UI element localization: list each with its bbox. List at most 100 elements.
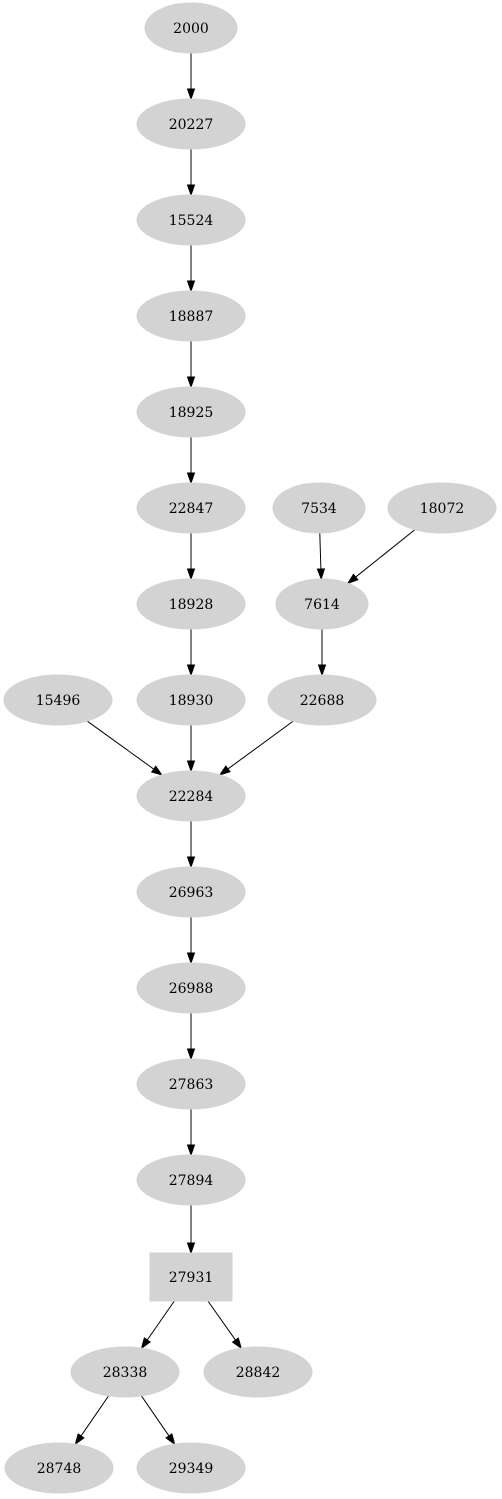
node-label: 22688 <box>300 693 345 709</box>
arrowhead <box>74 1433 85 1446</box>
node-label: 2000 <box>173 21 209 37</box>
arrowhead <box>186 376 196 389</box>
arrowhead <box>150 765 164 776</box>
arrowhead <box>140 1337 151 1350</box>
node-label: 20227 <box>169 117 214 133</box>
node-box <box>149 1252 233 1302</box>
node-label: 7614 <box>304 597 340 613</box>
node-26988[interactable]: 26988 <box>136 962 246 1014</box>
node-22847[interactable]: 22847 <box>136 482 246 534</box>
edge-15524-to-18887 <box>186 245 196 293</box>
node-label: 22284 <box>169 789 214 805</box>
node-22688[interactable]: 22688 <box>267 674 377 726</box>
arrowhead <box>165 1433 176 1446</box>
node-18930[interactable]: 18930 <box>136 674 246 726</box>
node-22284[interactable]: 22284 <box>136 770 246 822</box>
node-7614[interactable]: 7614 <box>275 578 369 630</box>
arrowhead <box>186 280 196 293</box>
node-7534[interactable]: 7534 <box>272 482 366 534</box>
edge-18925-to-22847 <box>186 437 196 485</box>
node-label: 26988 <box>169 981 214 997</box>
arrowhead <box>317 664 327 677</box>
node-2000[interactable]: 2000 <box>144 2 238 54</box>
edges-layer <box>74 53 416 1446</box>
node-ellipse <box>136 1154 246 1206</box>
node-ellipse <box>136 1442 246 1494</box>
edge-line <box>355 529 416 578</box>
node-ellipse <box>136 482 246 534</box>
node-18925[interactable]: 18925 <box>136 386 246 438</box>
node-ellipse <box>4 1442 114 1494</box>
edge-20227-to-15524 <box>186 149 196 197</box>
edge-line <box>227 720 294 770</box>
edge-line <box>80 1395 110 1437</box>
node-27894[interactable]: 27894 <box>136 1154 246 1206</box>
node-ellipse <box>136 674 246 726</box>
edge-27894-to-27931 <box>186 1205 196 1255</box>
arrowhead <box>186 88 196 101</box>
arrowhead <box>186 472 196 485</box>
node-ellipse <box>203 1346 313 1398</box>
node-ellipse <box>267 674 377 726</box>
edge-27863-to-27894 <box>186 1109 196 1157</box>
edge-15496-to-22284 <box>86 720 164 776</box>
arrowhead <box>186 760 196 773</box>
node-label: 27931 <box>169 1270 214 1286</box>
arrowhead <box>186 1048 196 1061</box>
edge-27931-to-28338 <box>140 1300 175 1350</box>
node-28842[interactable]: 28842 <box>203 1346 313 1398</box>
node-ellipse <box>136 578 246 630</box>
node-ellipse <box>275 578 369 630</box>
node-label: 27863 <box>169 1077 214 1093</box>
node-label: 22847 <box>169 501 214 517</box>
edge-7534-to-7614 <box>316 532 326 581</box>
node-27931[interactable]: 27931 <box>149 1252 233 1302</box>
node-27863[interactable]: 27863 <box>136 1058 246 1110</box>
edge-22688-to-22284 <box>218 720 294 776</box>
edge-line <box>140 1395 170 1437</box>
arrowhead <box>218 765 231 776</box>
node-label: 18925 <box>169 405 214 421</box>
node-ellipse <box>136 1058 246 1110</box>
node-15524[interactable]: 15524 <box>136 194 246 246</box>
edge-line <box>86 720 155 770</box>
edge-28338-to-29349 <box>140 1395 176 1446</box>
node-28338[interactable]: 28338 <box>70 1346 180 1398</box>
node-ellipse <box>136 98 246 150</box>
arrowhead <box>186 856 196 869</box>
arrowhead <box>346 573 359 585</box>
node-18887[interactable]: 18887 <box>136 290 246 342</box>
node-ellipse <box>136 866 246 918</box>
arrowhead <box>186 568 196 581</box>
node-ellipse <box>136 770 246 822</box>
edge-26988-to-27863 <box>186 1013 196 1061</box>
node-label: 18928 <box>169 597 214 613</box>
edge-28338-to-28748 <box>74 1395 110 1446</box>
node-ellipse <box>136 194 246 246</box>
arrowhead <box>186 664 196 677</box>
edge-line <box>146 1300 175 1341</box>
node-18928[interactable]: 18928 <box>136 578 246 630</box>
edge-22847-to-18928 <box>186 533 196 581</box>
node-ellipse <box>136 290 246 342</box>
node-label: 28338 <box>103 1365 148 1381</box>
edge-18072-to-7614 <box>346 529 416 585</box>
node-28748[interactable]: 28748 <box>4 1442 114 1494</box>
node-label: 28748 <box>37 1461 82 1477</box>
edge-line <box>319 532 322 570</box>
arrowhead <box>186 1144 196 1157</box>
edge-line <box>207 1300 236 1341</box>
arrowhead <box>316 568 326 581</box>
arrowhead <box>186 1242 196 1255</box>
node-26963[interactable]: 26963 <box>136 866 246 918</box>
edge-7614-to-22688 <box>317 629 327 677</box>
node-label: 18072 <box>420 501 465 517</box>
edge-2000-to-20227 <box>186 53 196 101</box>
node-29349[interactable]: 29349 <box>136 1442 246 1494</box>
edge-26963-to-26988 <box>186 917 196 965</box>
node-ellipse <box>3 674 113 726</box>
node-18072[interactable]: 18072 <box>387 482 497 534</box>
node-15496[interactable]: 15496 <box>3 674 113 726</box>
node-20227[interactable]: 20227 <box>136 98 246 150</box>
